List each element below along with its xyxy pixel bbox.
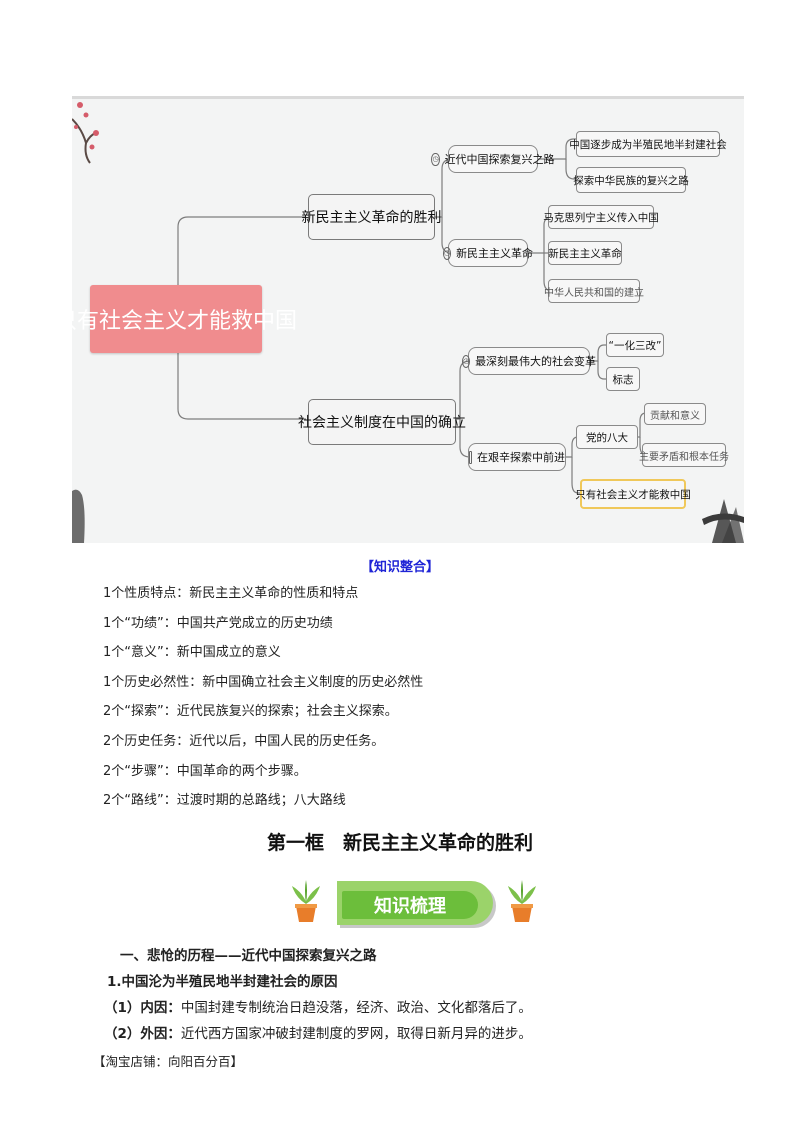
mindmap-root: 只有社会主义才能救中国 xyxy=(72,285,297,353)
mindmap-node-label: 近代中国探索复兴之路 xyxy=(444,153,555,166)
list-item: 2个“路线”：过渡时期的总路线；八大路线 xyxy=(103,793,346,809)
clock-icon: ◷ xyxy=(461,354,471,368)
mindmap-branch-socialism: 社会主义制度在中国的确立 xyxy=(298,399,466,445)
list-item: 1个历史必然性：新中国确立社会主义制度的历史必然性 xyxy=(103,674,424,690)
banner-label: 知识梳理 xyxy=(342,891,478,919)
mindmap-leaf: 标志 xyxy=(606,367,640,391)
list-item: 2个“探索”：近代民族复兴的探索；社会主义探索。 xyxy=(103,704,398,720)
clock-icon: ◷ xyxy=(431,152,440,166)
lesson-title: 第一框 新民主主义革命的胜利 xyxy=(266,832,533,854)
mindmap-leaf: 新民主主义革命 xyxy=(548,241,622,265)
paragraph-internal-cause: （1）内因：中国封建专制统治日趋没落，经济、政治、文化都落后了。 xyxy=(104,996,532,1016)
footer-shop: 【淘宝店铺：向阳百分百】 xyxy=(93,1054,244,1069)
list-item: 1个“功绩”：中国共产党成立的历史功绩 xyxy=(103,615,333,631)
mindmap-leaf-highlighted: 只有社会主义才能救中国 xyxy=(575,479,691,509)
paragraph-external-cause: （2）外因：近代西方国家冲破封建制度的罗网，取得日新月异的进步。 xyxy=(104,1022,532,1042)
plant-icon xyxy=(508,880,536,922)
heading-subsection-1: 1.中国沦为半殖民地半封建社会的原因 xyxy=(107,974,338,990)
mindmap-leaf: 主要矛盾和根本任务 xyxy=(639,443,729,467)
plant-icon xyxy=(292,880,320,922)
list-item: 2个“步骤”：中国革命的两个步骤。 xyxy=(103,763,307,779)
mindmap-leaf: 中国逐步成为半殖民地半封建社会 xyxy=(569,131,727,157)
paragraph-label: （1）内因： xyxy=(104,1000,181,1016)
clock-icon: ◷ xyxy=(442,246,452,260)
section-title: 【知识整合】 xyxy=(360,560,439,575)
mindmap-node-label: 新民主主义革命 xyxy=(456,247,534,260)
mindmap-leaf: 党的八大 xyxy=(576,425,638,449)
knowledge-list: 1个性质特点：新民主主义革命的性质和特点 1个“功绩”：中国共产党成立的历史功绩… xyxy=(103,584,423,821)
mindmap-leaf: “一化三改” xyxy=(606,333,664,357)
mindmap-node-modern-exploration: ◷ 近代中国探索复兴之路 xyxy=(431,145,555,173)
list-item: 2个历史任务：近代以后，中国人民的历史任务。 xyxy=(103,733,385,749)
mindmap-branch-revolution: 新民主主义革命的胜利 xyxy=(302,194,442,240)
paragraph-label: （2）外因： xyxy=(104,1026,181,1042)
paragraph-text: 近代西方国家冲破封建制度的罗网，取得日新月异的进步。 xyxy=(180,1026,532,1042)
banner-frame: 知识梳理 xyxy=(337,881,493,925)
mindmap-node-label: 在艰辛探索中前进 xyxy=(477,451,565,464)
list-item: 1个“意义”：新中国成立的意义 xyxy=(103,645,281,661)
paragraph-text: 中国封建专制统治日趋没落，经济、政治、文化都落后了。 xyxy=(180,1000,532,1016)
mindmap-node-label: 最深刻最伟大的社会变革 xyxy=(475,355,597,368)
mindmap-node-exploration: 在艰辛探索中前进 xyxy=(468,443,566,471)
knowledge-banner: 知识梳理 xyxy=(290,874,540,934)
mindmap-leaf: 马克思列宁主义传入中国 xyxy=(543,205,659,229)
mindmap-leaf: 探索中华民族的复兴之路 xyxy=(573,167,689,193)
mindmap-image: 只有社会主义才能救中国 新民主主义革命的胜利 ◷ 近代中国探索复兴之路 中国逐步成… xyxy=(72,96,744,543)
mindmap-leaf: 贡献和意义 xyxy=(644,403,706,425)
heading-section-1: 一、悲怆的历程——近代中国探索复兴之路 xyxy=(120,948,377,964)
mindmap-node-social-change: ◷ 最深刻最伟大的社会变革 xyxy=(461,347,596,375)
mindmap-leaf: 中华人民共和国的建立 xyxy=(544,279,644,303)
book-icon xyxy=(469,450,472,464)
mindmap-node-new-democratic: ◷ 新民主主义革命 xyxy=(442,239,533,267)
list-item: 1个性质特点：新民主主义革命的性质和特点 xyxy=(103,586,359,601)
